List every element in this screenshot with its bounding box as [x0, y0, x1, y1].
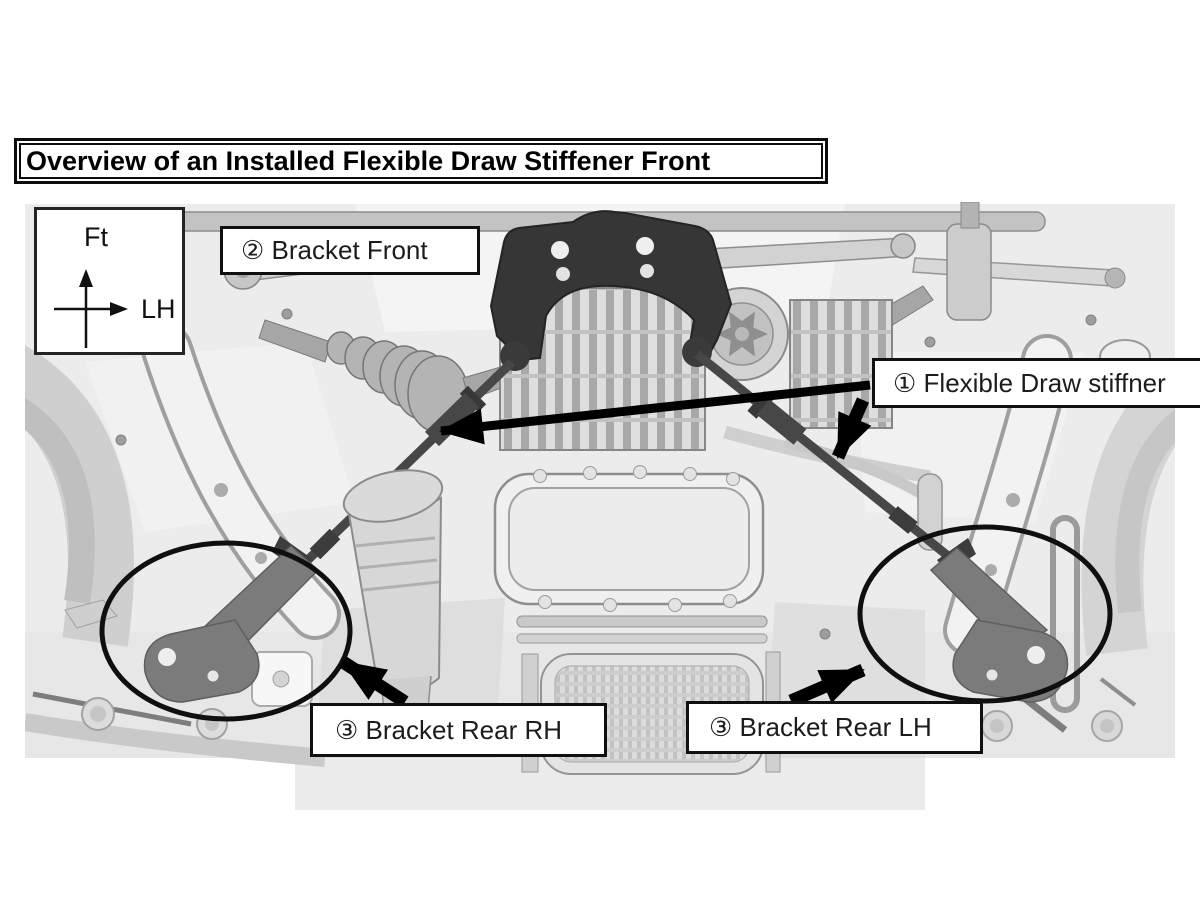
callout-flexible-draw-stiffener: ① Flexible Draw stiffner [872, 358, 1200, 408]
callout-bracket-rear-lh: ③ Bracket Rear LH [686, 701, 983, 754]
figure-title-box: Overview of an Installed Flexible Draw S… [14, 138, 828, 184]
callout-bracket-rear-rh: ③ Bracket Rear RH [310, 703, 607, 757]
bracket-rear-lh-arrow-icon [788, 664, 866, 707]
callout-bracket-front: ② Bracket Front [220, 226, 480, 275]
left-axis-label: LH [141, 294, 176, 324]
stiffener-arrow-left-icon [439, 380, 871, 445]
transmission-grille [499, 287, 893, 451]
wheel-arch-left [25, 345, 134, 647]
bracket-rear-rh-highlight-ellipse [99, 540, 353, 722]
stiffener-rod-right [694, 350, 956, 564]
direction-axes-icon [54, 269, 128, 348]
figure-title: Overview of an Installed Flexible Draw S… [19, 143, 823, 179]
bracket-rear-rh-part [143, 536, 320, 703]
stiffener-arrow-right-icon [832, 397, 872, 460]
front-axis-label: Ft [84, 222, 108, 252]
bracket-rear-lh-part [929, 538, 1069, 703]
bracket-front-part [489, 210, 733, 371]
bracket-rear-lh-highlight-ellipse [857, 524, 1113, 704]
direction-indicator: Ft LH [34, 207, 185, 355]
bracket-rear-rh-arrow-icon [339, 656, 409, 708]
oil-pan [493, 465, 768, 644]
